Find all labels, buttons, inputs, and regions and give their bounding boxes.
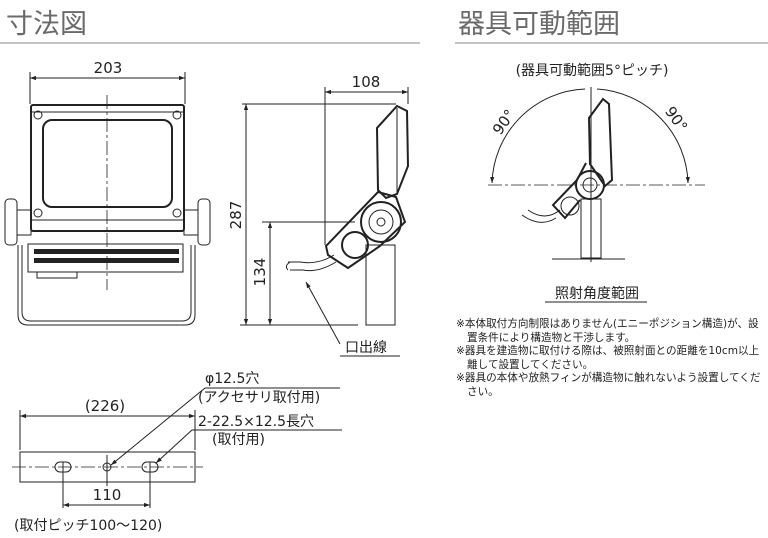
range-arc-left (490, 88, 586, 184)
slot-label: 2-22.5×12.5長穴 (198, 414, 314, 430)
range-arc-right (596, 88, 690, 184)
hole-leader (110, 387, 206, 466)
dim-width-label: 203 (94, 59, 123, 77)
range-caption: 照射角度範囲 (555, 285, 639, 302)
cable-leader (305, 281, 341, 345)
bracket-view: (226) 110 (取付ピッチ100～120) φ12.5穴 (アクセサリ取付… (12, 371, 342, 534)
dim-height-label: 287 (227, 201, 245, 230)
note-item: ※器具を建造物に取付ける際は、被照射面との距離を10cm以上離して設置してくださ… (456, 345, 760, 371)
range-view: (器具可動範囲5°ピッチ) 90° 90° 照射角度範囲 (488, 62, 705, 303)
angle-left-label: 90° (489, 106, 519, 138)
note-item: ※本体取付方向制限はありません(エニーポジション構造)が、設置条件により構造物と… (456, 318, 759, 344)
pitch-note: (取付ピッチ100～120) (14, 518, 162, 534)
section-title-range: 器具可動範囲 (458, 9, 620, 40)
dim-pitch-label: 110 (93, 486, 122, 504)
side-view: 287 134 108 口出線 (227, 73, 410, 357)
front-view: 203 (4, 59, 211, 326)
notes: ※本体取付方向制限はありません(エニーポジション構造)が、設置条件により構造物と… (456, 318, 768, 400)
hole-note: (アクセサリ取付用) (198, 390, 320, 406)
range-note: (器具可動範囲5°ピッチ) (516, 62, 669, 79)
slot-leader (155, 429, 193, 464)
hole-label: φ12.5穴 (205, 371, 259, 387)
dim-pivot-label: 134 (251, 258, 269, 287)
section-title-dimensions: 寸法図 (6, 9, 87, 40)
dim-depth-label: 108 (352, 73, 381, 91)
note-item: ※器具の本体や放熱フィンが構造物に触れないよう設置してください。 (456, 372, 761, 398)
cable-label: 口出線 (345, 340, 387, 356)
slot-note: (取付用) (212, 432, 265, 448)
dim-overall-label: (226) (85, 397, 125, 415)
angle-right-label: 90° (661, 103, 691, 135)
